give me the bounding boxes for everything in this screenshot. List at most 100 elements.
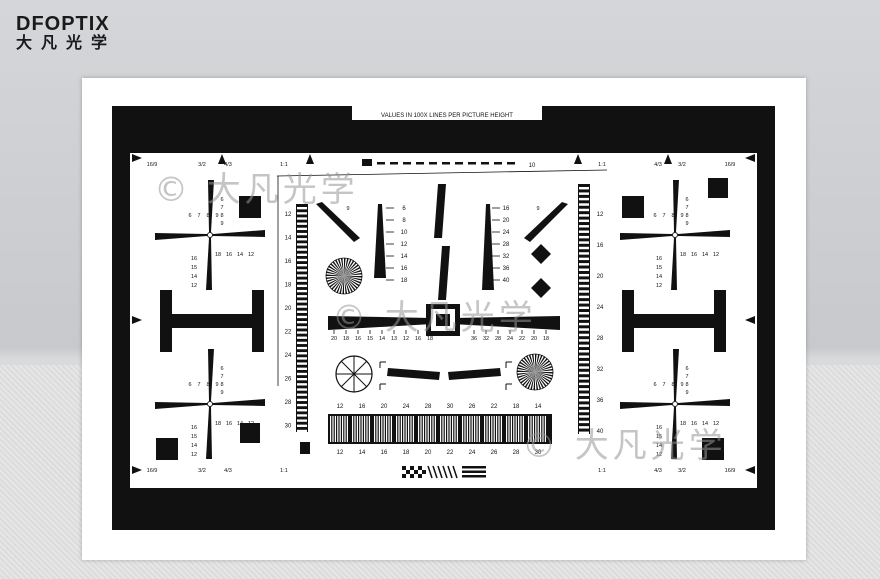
- vbar-right-stripe-6: [579, 219, 589, 223]
- diag-right-lbl: 9: [536, 206, 539, 212]
- vbar-left-stripe-2: [297, 217, 307, 220]
- vbar-left-stripe-24: [297, 331, 307, 334]
- star-top-spoke-0: [344, 276, 362, 278]
- crosshair-tl-center: [207, 232, 213, 238]
- crosshair-tl-arm-up: [208, 180, 214, 232]
- crosshair-bl-lbl-d-0: 6: [220, 366, 223, 372]
- arrow-top-2: [574, 138, 582, 149]
- top-scale-dash-1: [377, 162, 385, 165]
- stripe-diag-1: [432, 465, 438, 479]
- star-top-spoke-12: [333, 276, 344, 292]
- star-bottom-spoke-25: [528, 354, 535, 372]
- wedge-h-right-lbl-5: 20: [531, 336, 537, 342]
- top-scale-dash-5: [429, 162, 437, 165]
- arrow-bottom-1: [306, 488, 314, 499]
- crosshair-tl-lbl-a-3: 9: [215, 213, 218, 219]
- bottom-line-1-2: [356, 416, 358, 442]
- star-bottom-spoke-17: [517, 372, 535, 376]
- crosshair-br-lbl-a-0: 6: [653, 382, 656, 388]
- vbar-left-stripe-22: [297, 321, 307, 324]
- star-top-spoke-17: [326, 276, 344, 280]
- star-top-spoke-35: [344, 272, 362, 276]
- wedge-v-left-lbl-4: 14: [401, 254, 408, 260]
- bottom-line-2-0: [374, 416, 376, 442]
- vbar-right-stripe-22: [579, 306, 589, 310]
- bottom-bot-lbl-6: 24: [469, 450, 476, 456]
- ibeam-right-left: [622, 290, 634, 352]
- bottom-line-5-6: [454, 416, 456, 442]
- crosshair-bl-lbl-a-2: 8: [206, 382, 209, 388]
- vbar-left-stripe-5: [297, 232, 307, 236]
- top-scale-dash-11: [507, 162, 515, 165]
- bottom-line-5-7: [456, 416, 458, 442]
- stripe-diag-2: [437, 465, 443, 479]
- header-notch: [352, 106, 542, 120]
- wedge-h-right-lbl-2: 28: [495, 336, 501, 342]
- bottom-line-8-4: [515, 416, 517, 442]
- vbar-left-stripe-18: [297, 300, 307, 303]
- wedge-v-left-lbl-1: 8: [402, 218, 406, 224]
- ratio-bottom-0: 16/9: [147, 468, 158, 474]
- wedge-h-left-lbl-7: 16: [415, 336, 421, 342]
- crosshair-bl-lbl-b-0: 16: [191, 425, 197, 431]
- wedge-v-left-lbl-6: 18: [401, 278, 408, 284]
- stripe-diag-3: [442, 465, 448, 479]
- star-bottom-spoke-11: [527, 372, 535, 389]
- bottom-line-0-1: [332, 416, 334, 442]
- bottom-line-2-4: [383, 416, 385, 442]
- vbar-right-stripe-20: [579, 295, 589, 299]
- crosshair-tl-lbl-c-0: 18: [215, 252, 221, 258]
- bottom-line-2-2: [378, 416, 380, 442]
- wedge-v-left-lbl-0: 6: [402, 206, 406, 212]
- ratio-top-0: 16/9: [147, 162, 158, 168]
- star-top-spoke-33: [344, 267, 361, 276]
- crosshair-br-lbl-b-1: 15: [656, 434, 662, 440]
- crosshair-tr-lbl-c-1: 16: [691, 252, 697, 258]
- crosshair-bl-lbl-c-1: 16: [226, 421, 232, 427]
- wedge-h-right-lbl-1: 32: [483, 336, 489, 342]
- bottom-line-0-4: [339, 416, 341, 442]
- checker-3-1: [414, 470, 418, 474]
- wedge-v-right-lbl-4: 32: [503, 254, 510, 260]
- stripe-h-2: [462, 475, 486, 478]
- crosshair-bl-arm-down: [206, 407, 212, 459]
- bottom-bot-lbl-1: 14: [359, 450, 366, 456]
- vbar-right-lbl-3: 24: [597, 305, 604, 311]
- bottom-line-5-1: [442, 416, 444, 442]
- crosshair-tr-lbl-b-0: 16: [656, 256, 662, 262]
- bottom-line-9-6: [542, 416, 544, 442]
- bottom-line-7-1: [486, 416, 488, 442]
- square-tl: [239, 196, 261, 218]
- bottom-line-4-1: [420, 416, 422, 442]
- wedge-h-left-lbl-5: 13: [391, 336, 397, 342]
- star-bottom-spoke-34: [535, 365, 553, 372]
- bottom-line-3-6: [410, 416, 412, 442]
- crosshair-tl-lbl-b-2: 14: [191, 274, 197, 280]
- wedge-h-left-lbl-2: 16: [355, 336, 361, 342]
- vbar-left-stripe-15: [297, 284, 307, 288]
- star-top-spoke-16: [326, 276, 344, 283]
- bottom-line-3-4: [405, 416, 407, 442]
- bottom-line-7-2: [488, 416, 490, 442]
- wedge-v-right-lbl-0: 16: [503, 206, 510, 212]
- vbar-right-stripe-1: [579, 192, 589, 195]
- bottom-line-0-6: [344, 416, 346, 442]
- bottom-line-2-5: [386, 416, 388, 442]
- star-bottom-spoke-2: [535, 372, 552, 380]
- stripe-diag-5: [452, 465, 458, 479]
- star-bottom-spoke-8: [535, 372, 539, 390]
- ratio-bottom-6: 3/2: [678, 468, 686, 474]
- crosshair-tl-arm-down: [206, 238, 212, 290]
- crosshair-br-lbl-a-2: 8: [671, 382, 674, 388]
- vbar-left-stripe-25: [297, 336, 307, 339]
- crosshair-tl-lbl-d-0: 6: [220, 197, 223, 203]
- star-bottom-spoke-19: [517, 367, 535, 372]
- diag-left-lbl: 9: [346, 206, 349, 212]
- bottom-line-1-3: [359, 416, 361, 442]
- crosshair-tl-lbl-c-3: 12: [248, 252, 254, 258]
- arrow-right-1: [745, 316, 755, 324]
- arrow-right-0: [745, 154, 755, 162]
- vbar-right-lbl-7: 40: [597, 429, 604, 435]
- vbar-left-lbl-2: 16: [285, 259, 292, 265]
- star-top-spoke-10: [339, 276, 344, 294]
